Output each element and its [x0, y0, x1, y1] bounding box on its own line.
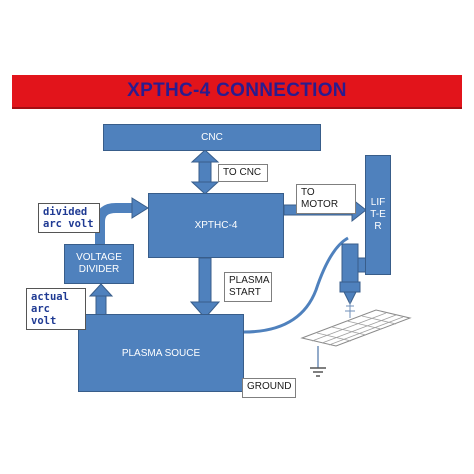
cnc-label: CNC	[201, 132, 223, 143]
actual-arc-volt-note: actual arc volt	[26, 288, 86, 330]
actual-volt-arrow	[88, 283, 114, 317]
diagram-title: XPTHC-4 CONNECTION	[127, 80, 347, 101]
ground-label: GROUND	[242, 378, 296, 398]
to-cnc-label: TO CNC	[218, 164, 268, 182]
torch-icon	[339, 243, 361, 318]
voltage-divider-label: VOLTAGE DIVIDER	[76, 252, 122, 275]
plasma-start-arrow	[189, 257, 221, 319]
plasma-source-block: PLASMA SOUCE	[78, 314, 244, 392]
workpiece-grid-icon	[300, 309, 412, 347]
lifter-block: LIFT-ER	[365, 155, 391, 275]
xpthc-label: XPTHC-4	[194, 220, 238, 231]
xpthc-block: XPTHC-4	[148, 193, 284, 258]
divided-arc-volt-note: divided arc volt	[38, 203, 100, 233]
cnc-block: CNC	[103, 124, 321, 151]
to-motor-label: TO MOTOR	[296, 184, 356, 214]
title-banner: XPTHC-4 CONNECTION	[12, 75, 462, 109]
cnc-xpthc-arrow	[190, 149, 220, 195]
torch-cable	[243, 236, 349, 334]
plasma-start-label: PLASMA START	[224, 272, 272, 302]
divided-volt-arrow	[95, 197, 149, 245]
ground-symbol-icon	[310, 346, 326, 377]
voltage-divider-block: VOLTAGE DIVIDER	[64, 244, 134, 284]
lifter-label: LIFT-ER	[370, 197, 386, 232]
plasma-source-label: PLASMA SOUCE	[121, 347, 201, 359]
